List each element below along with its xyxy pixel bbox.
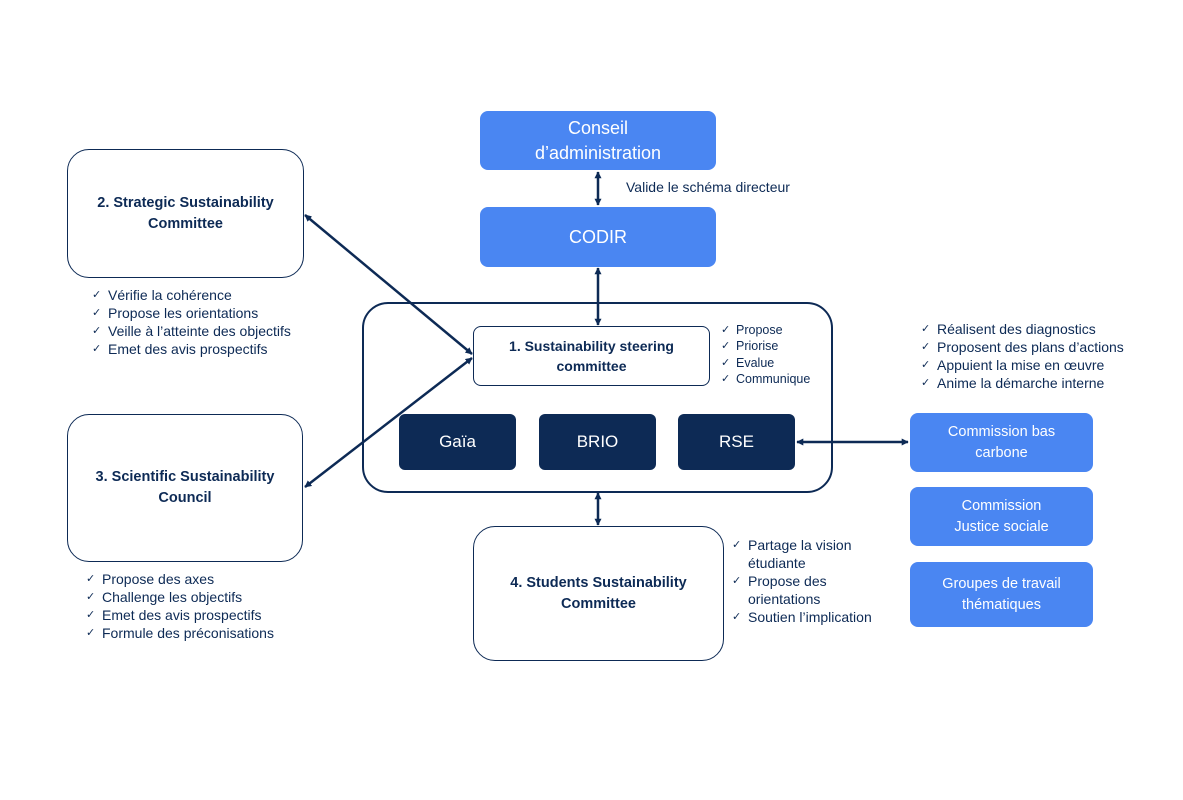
list-item: ✓Veille à l’atteinte des objectifs bbox=[92, 323, 291, 339]
groupes-travail-label: Groupes de travail thématiques bbox=[942, 575, 1061, 613]
list-item: ✓Emet des avis prospectifs bbox=[92, 341, 268, 357]
conseil-administration-box: Conseil d’administration bbox=[480, 111, 716, 170]
list-item: ✓Réalisent des diagnostics bbox=[921, 321, 1096, 337]
list-item: ✓Emet des avis prospectifs bbox=[86, 607, 262, 623]
check-icon: ✓ bbox=[86, 608, 96, 621]
steering-committee-box: 1. Sustainability steering committee bbox=[473, 326, 710, 386]
list-item: ✓Anime la démarche interne bbox=[921, 375, 1105, 391]
rse-label: RSE bbox=[719, 432, 754, 451]
list-item: ✓Vérifie la cohérence bbox=[92, 287, 232, 303]
steering-list: ✓Propose ✓Priorise ✓Evalue ✓Communique bbox=[721, 322, 810, 387]
list-item: ✓Appuient la mise en œuvre bbox=[921, 357, 1105, 373]
list-item: ✓Propose des axes bbox=[86, 571, 215, 587]
check-icon: ✓ bbox=[921, 376, 931, 389]
check-icon: ✓ bbox=[721, 323, 731, 336]
gaia-box: Gaïa bbox=[399, 414, 516, 470]
check-icon: ✓ bbox=[921, 340, 931, 353]
check-icon: ✓ bbox=[92, 288, 102, 301]
list-item: ✓Priorise bbox=[721, 339, 779, 354]
steering-committee-label: 1. Sustainability steering committee bbox=[509, 338, 674, 374]
students-committee-box: 4. Students Sustainability Committee bbox=[473, 526, 724, 661]
strategic-list: ✓Vérifie la cohérence ✓Propose les orien… bbox=[92, 286, 291, 358]
rse-box: RSE bbox=[678, 414, 795, 470]
list-item: ✓Propose les orientations bbox=[92, 305, 259, 321]
check-icon: ✓ bbox=[721, 355, 731, 369]
strategic-committee-box: 2. Strategic Sustainability Committee bbox=[67, 149, 304, 278]
check-icon: ✓ bbox=[92, 306, 102, 319]
list-item: ✓Propose des orientations bbox=[732, 573, 827, 607]
list-item: ✓Soutien l’implication bbox=[732, 609, 872, 625]
list-item: ✓Challenge les objectifs bbox=[86, 589, 243, 605]
students-committee-label: 4. Students Sustainability Committee bbox=[510, 574, 687, 612]
check-icon: ✓ bbox=[721, 339, 731, 353]
list-item: ✓Communique bbox=[721, 371, 811, 386]
codir-label: CODIR bbox=[569, 226, 627, 247]
gaia-label: Gaïa bbox=[439, 432, 476, 451]
scientific-council-label: 3. Scientific Sustainability Council bbox=[95, 469, 275, 506]
check-icon: ✓ bbox=[92, 342, 102, 355]
check-icon: ✓ bbox=[921, 322, 931, 335]
commissions-list: ✓Réalisent des diagnostics ✓Proposent de… bbox=[921, 320, 1124, 392]
check-icon: ✓ bbox=[732, 610, 742, 623]
scientific-list: ✓Propose des axes ✓Challenge les objecti… bbox=[86, 570, 274, 642]
check-icon: ✓ bbox=[86, 590, 96, 603]
students-list: ✓Partage la vision étudiante ✓Propose de… bbox=[732, 536, 882, 626]
list-item: ✓Evalue bbox=[721, 355, 775, 370]
scientific-council-box: 3. Scientific Sustainability Council bbox=[67, 414, 303, 562]
brio-box: BRIO bbox=[539, 414, 656, 470]
central-frame bbox=[362, 302, 833, 493]
arrow-strategic-steering bbox=[304, 214, 473, 355]
commission-justice-sociale-label: Commission Justice sociale bbox=[954, 497, 1049, 535]
check-icon: ✓ bbox=[732, 538, 742, 551]
check-icon: ✓ bbox=[732, 574, 742, 587]
list-item: ✓Proposent des plans d’actions bbox=[921, 339, 1124, 355]
list-item: ✓Propose bbox=[721, 323, 783, 337]
commission-justice-sociale-box: Commission Justice sociale bbox=[910, 487, 1093, 546]
arrow-scientific-steering bbox=[304, 357, 473, 488]
check-icon: ✓ bbox=[721, 371, 731, 385]
codir-box: CODIR bbox=[480, 207, 716, 267]
check-icon: ✓ bbox=[86, 626, 96, 639]
strategic-committee-label: 2. Strategic Sustainability Committee bbox=[97, 194, 274, 232]
list-item: ✓Partage la vision étudiante bbox=[732, 537, 852, 571]
list-item: ✓Formule des préconisations bbox=[86, 625, 274, 641]
groupes-travail-box: Groupes de travail thématiques bbox=[910, 562, 1093, 627]
check-icon: ✓ bbox=[92, 324, 102, 337]
valide-note: Valide le schéma directeur bbox=[626, 179, 790, 195]
brio-label: BRIO bbox=[576, 432, 619, 451]
check-icon: ✓ bbox=[86, 572, 96, 585]
conseil-administration-label: Conseil d’administration bbox=[534, 117, 662, 163]
commission-bas-carbone-box: Commission bas carbone bbox=[910, 413, 1093, 472]
commission-bas-carbone-label: Commission bas carbone bbox=[947, 423, 1056, 461]
check-icon: ✓ bbox=[921, 358, 931, 371]
